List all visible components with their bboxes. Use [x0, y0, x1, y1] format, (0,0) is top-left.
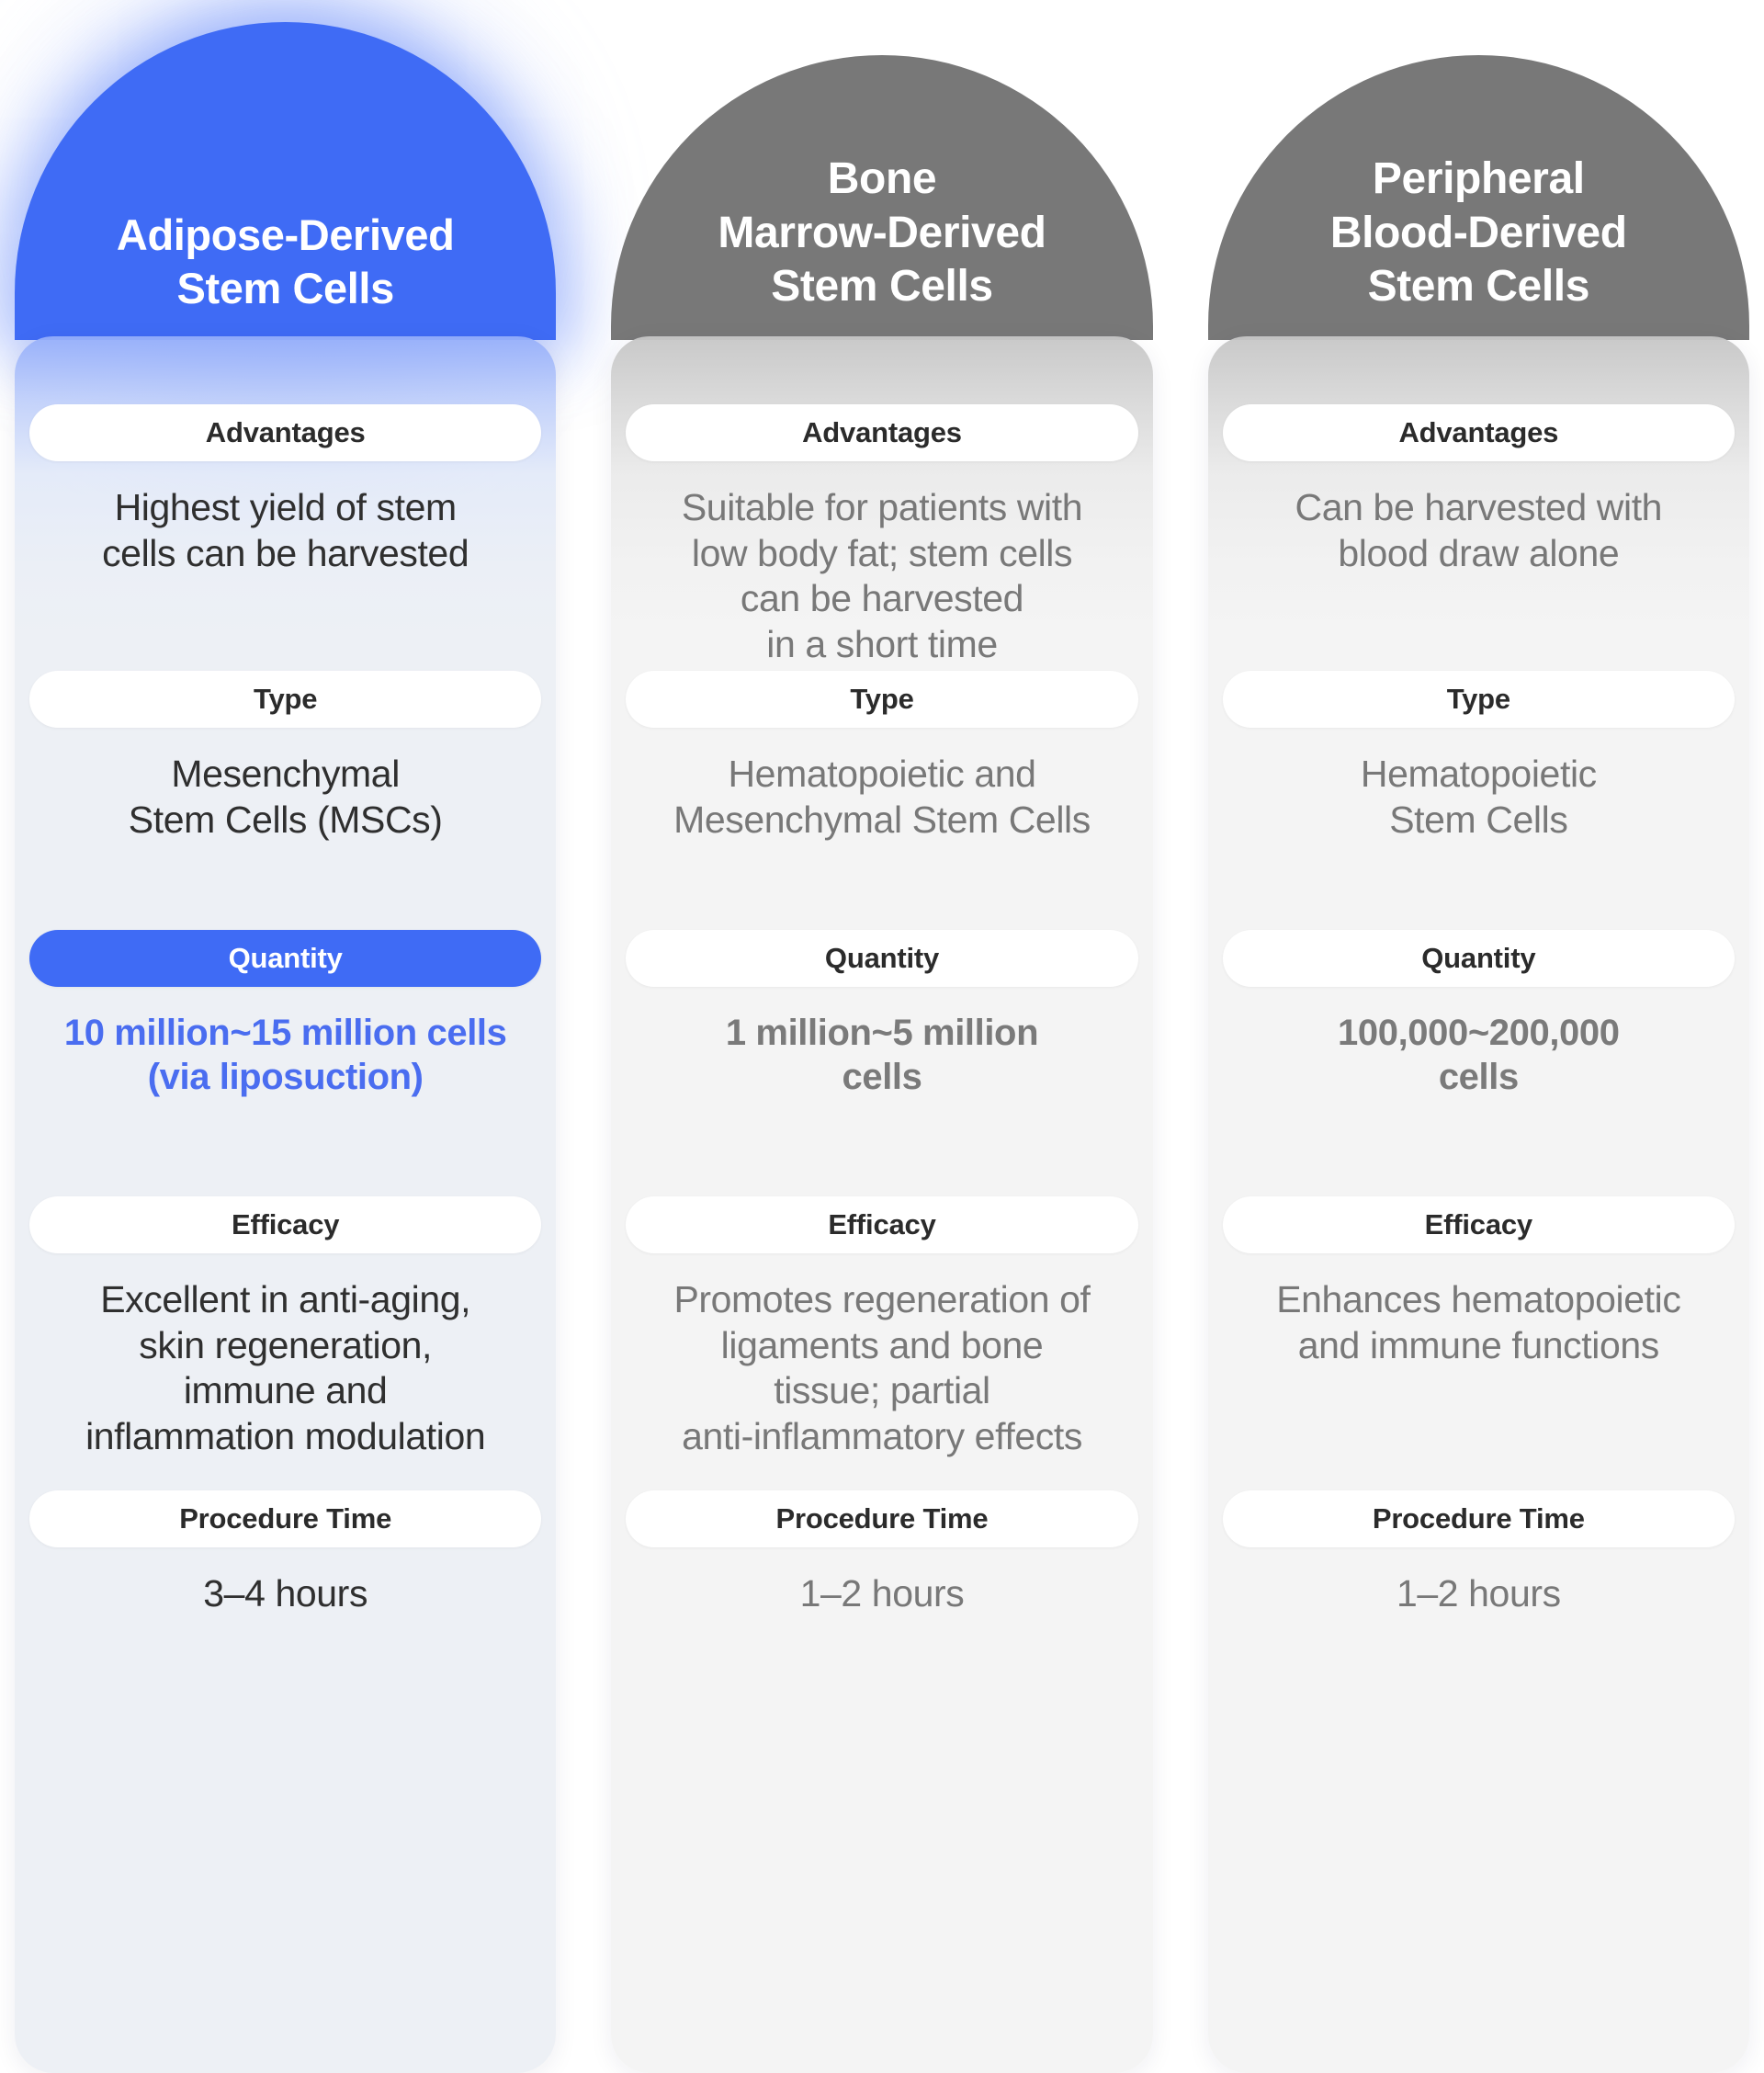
row-label-text: Efficacy	[828, 1208, 936, 1240]
column-title: Adipose-Derived Stem Cells	[116, 210, 455, 312]
row-value-quantity: 1 million~5 million cells	[725, 1013, 1039, 1098]
row-efficacy: Efficacy Enhances hematopoietic and immu…	[1216, 1196, 1742, 1490]
column-card-adipose: Advantages Highest yield of stem cells c…	[15, 336, 557, 2073]
column-header-dome-adipose: Adipose-Derived Stem Cells	[15, 22, 557, 340]
row-label-text: Type	[254, 683, 318, 715]
row-quantity: Quantity 100,000~200,000 cells	[1216, 930, 1742, 1196]
comparison-column-adipose-derived: Adipose-Derived Stem Cells Advantages Hi…	[15, 0, 557, 2073]
row-label-type: Type	[626, 671, 1138, 728]
row-value-advantages: Suitable for patients with low body fat;…	[681, 486, 1083, 665]
row-quantity: Quantity 10 million~15 million cells (vi…	[22, 930, 548, 1196]
row-label-type: Type	[1222, 671, 1735, 728]
row-value-advantages: Can be harvested with blood draw alone	[1295, 486, 1663, 574]
row-label-text: Type	[850, 683, 914, 715]
row-quantity: Quantity 1 million~5 million cells	[618, 930, 1145, 1196]
row-value-type: Hematopoietic and Mesenchymal Stem Cells	[673, 753, 1091, 841]
row-type: Type Mesenchymal Stem Cells (MSCs)	[22, 671, 548, 930]
column-title: Bone Marrow-Derived Stem Cells	[718, 154, 1046, 312]
row-value-efficacy: Promotes regeneration of ligaments and b…	[673, 1278, 1091, 1457]
column-header-dome-bone-marrow: Bone Marrow-Derived Stem Cells	[611, 55, 1153, 340]
row-type: Type Hematopoietic and Mesenchymal Stem …	[618, 671, 1145, 930]
row-label-text: Quantity	[824, 942, 940, 974]
row-value-type: Hematopoietic Stem Cells	[1360, 753, 1597, 841]
row-label-text: Advantages	[1398, 416, 1559, 448]
row-label-procedure-time: Procedure Time	[29, 1490, 542, 1547]
row-label-quantity: Quantity	[626, 930, 1138, 987]
row-value-type: Mesenchymal Stem Cells (MSCs)	[128, 753, 443, 841]
row-value-quantity: 100,000~200,000 cells	[1338, 1013, 1620, 1098]
row-value-procedure-time: 1–2 hours	[799, 1572, 965, 1614]
row-label-text: Efficacy	[1424, 1208, 1533, 1240]
row-procedure-time: Procedure Time 1–2 hours	[1216, 1490, 1742, 1674]
row-type: Type Hematopoietic Stem Cells	[1216, 671, 1742, 930]
row-label-efficacy: Efficacy	[626, 1196, 1138, 1253]
row-label-procedure-time: Procedure Time	[626, 1490, 1138, 1547]
row-label-text: Procedure Time	[179, 1502, 392, 1535]
row-value-efficacy: Enhances hematopoietic and immune functi…	[1276, 1278, 1681, 1366]
row-value-advantages: Highest yield of stem cells can be harve…	[102, 486, 469, 574]
row-label-type: Type	[29, 671, 542, 728]
column-header-dome-peripheral-blood: Peripheral Blood-Derived Stem Cells	[1207, 55, 1749, 340]
comparison-column-bone-marrow-derived: Bone Marrow-Derived Stem Cells Advantage…	[611, 0, 1153, 2073]
column-card-peripheral-blood: Advantages Can be harvested with blood d…	[1207, 336, 1749, 2073]
row-label-efficacy: Efficacy	[1222, 1196, 1735, 1253]
row-advantages: Advantages Highest yield of stem cells c…	[22, 404, 548, 671]
row-label-text: Procedure Time	[775, 1502, 989, 1535]
row-advantages: Advantages Suitable for patients with lo…	[618, 404, 1145, 671]
column-title: Peripheral Blood-Derived Stem Cells	[1329, 154, 1627, 312]
row-label-advantages: Advantages	[29, 404, 542, 461]
row-label-advantages: Advantages	[626, 404, 1138, 461]
row-label-efficacy: Efficacy	[29, 1196, 542, 1253]
row-label-quantity-highlighted: Quantity	[29, 930, 542, 987]
row-label-advantages: Advantages	[1222, 404, 1735, 461]
row-value-procedure-time: 1–2 hours	[1396, 1572, 1561, 1614]
row-advantages: Advantages Can be harvested with blood d…	[1216, 404, 1742, 671]
row-label-text: Advantages	[205, 416, 366, 448]
column-card-bone-marrow: Advantages Suitable for patients with lo…	[611, 336, 1153, 2073]
row-procedure-time: Procedure Time 3–4 hours	[22, 1490, 548, 1674]
row-value-efficacy: Excellent in anti-aging, skin regenerati…	[85, 1278, 486, 1457]
row-label-text: Efficacy	[232, 1208, 340, 1240]
row-label-quantity: Quantity	[1222, 930, 1735, 987]
row-label-procedure-time: Procedure Time	[1222, 1490, 1735, 1547]
comparison-column-peripheral-blood-derived: Peripheral Blood-Derived Stem Cells Adva…	[1207, 0, 1749, 2073]
row-label-text: Quantity	[1421, 942, 1536, 974]
row-efficacy: Efficacy Excellent in anti-aging, skin r…	[22, 1196, 548, 1490]
row-value-procedure-time: 3–4 hours	[203, 1572, 368, 1614]
row-label-text: Advantages	[802, 416, 962, 448]
row-efficacy: Efficacy Promotes regeneration of ligame…	[618, 1196, 1145, 1490]
row-label-text: Type	[1446, 683, 1510, 715]
row-procedure-time: Procedure Time 1–2 hours	[618, 1490, 1145, 1674]
row-label-text: Quantity	[228, 942, 343, 974]
row-label-text: Procedure Time	[1372, 1502, 1585, 1535]
row-value-quantity: 10 million~15 million cells (via liposuc…	[63, 1013, 507, 1098]
